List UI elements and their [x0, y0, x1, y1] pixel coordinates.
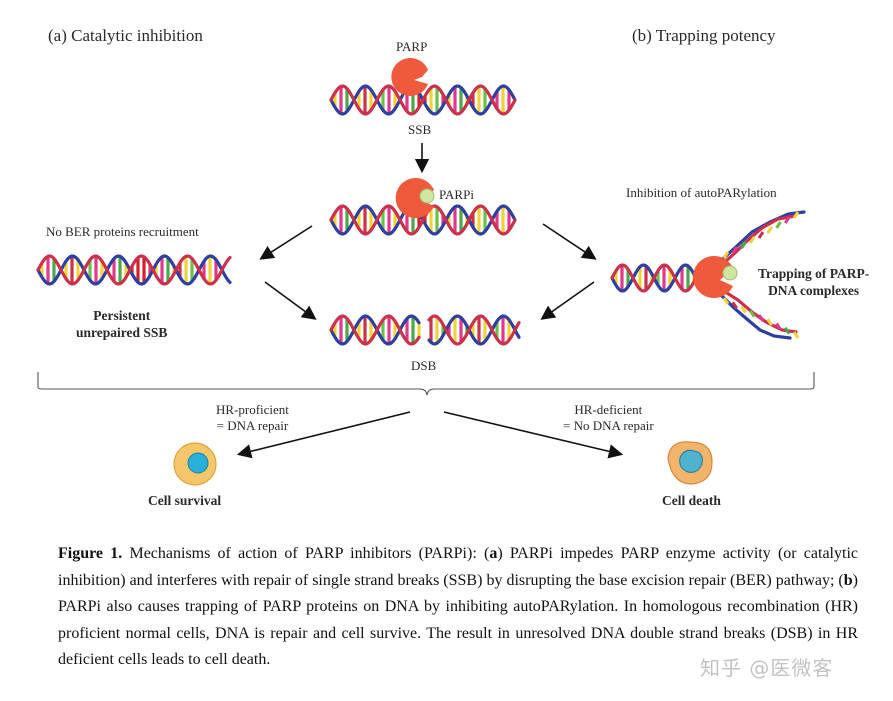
caption-label: Figure 1.: [58, 545, 123, 562]
arrow-icon: [264, 281, 317, 320]
parpi-label: PARPi: [439, 187, 474, 202]
panel-b-title: (b) Trapping potency: [632, 26, 776, 45]
cell-survival-label: Cell survival: [148, 493, 222, 508]
caption-text-3: ) PARPi also causes trapping of PARP pro…: [58, 571, 858, 669]
dna-helix-icon: [329, 84, 517, 116]
inhibition-autoparylation-label: Inhibition of autoPARylation: [626, 185, 777, 200]
hr-deficient-label: HR-deficient = No DNA repair: [563, 402, 654, 433]
caption-text-1: Mechanisms of action of PARP inhibitors …: [122, 545, 490, 562]
dna-helix-icon: [329, 204, 517, 236]
parpi-inhibitor-icon: [722, 265, 738, 281]
caption-text-2: ) PARPi impedes PARP enzyme activity (or…: [58, 545, 858, 589]
arrow-icon: [443, 411, 624, 459]
brace: [37, 372, 815, 396]
panel-a-title: (a) Catalytic inhibition: [48, 26, 203, 45]
arrow-icon: [236, 411, 411, 459]
dying-cell-icon: [667, 441, 713, 485]
caption-panel-a: a: [489, 545, 498, 562]
parp-enzyme-icon: [391, 57, 428, 97]
arrow-icon: [542, 223, 597, 260]
parp-enzyme-icon: [693, 256, 733, 298]
arrow-icon: [259, 225, 313, 260]
parp-label: PARP: [396, 39, 428, 54]
ssb-label: SSB: [408, 122, 432, 137]
arrow-icon: [540, 281, 595, 320]
trapping-label: Trapping of PARP- DNA complexes: [758, 266, 870, 298]
watermark: 知乎 @医微客: [700, 656, 834, 680]
hr-proficient-label: HR-proficient = DNA repair: [216, 402, 289, 433]
living-cell-icon: [173, 442, 217, 486]
mechanism-diagram: [36, 57, 815, 486]
dna-helix-icon: [329, 314, 521, 346]
parp-enzyme-icon: [395, 177, 434, 218]
dna-fork-icon: [714, 210, 806, 340]
figure-caption: Figure 1. Mechanisms of action of PARP i…: [58, 541, 858, 674]
cell-death-label: Cell death: [662, 493, 721, 508]
parpi-inhibitor-icon: [419, 188, 435, 204]
dna-helix-icon: [36, 254, 232, 286]
caption-panel-b: b: [843, 571, 853, 589]
persistent-ssb-label: Persistent unrepaired SSB: [76, 308, 168, 340]
dsb-label: DSB: [411, 358, 437, 373]
no-ber-label: No BER proteins recruitment: [46, 224, 199, 239]
